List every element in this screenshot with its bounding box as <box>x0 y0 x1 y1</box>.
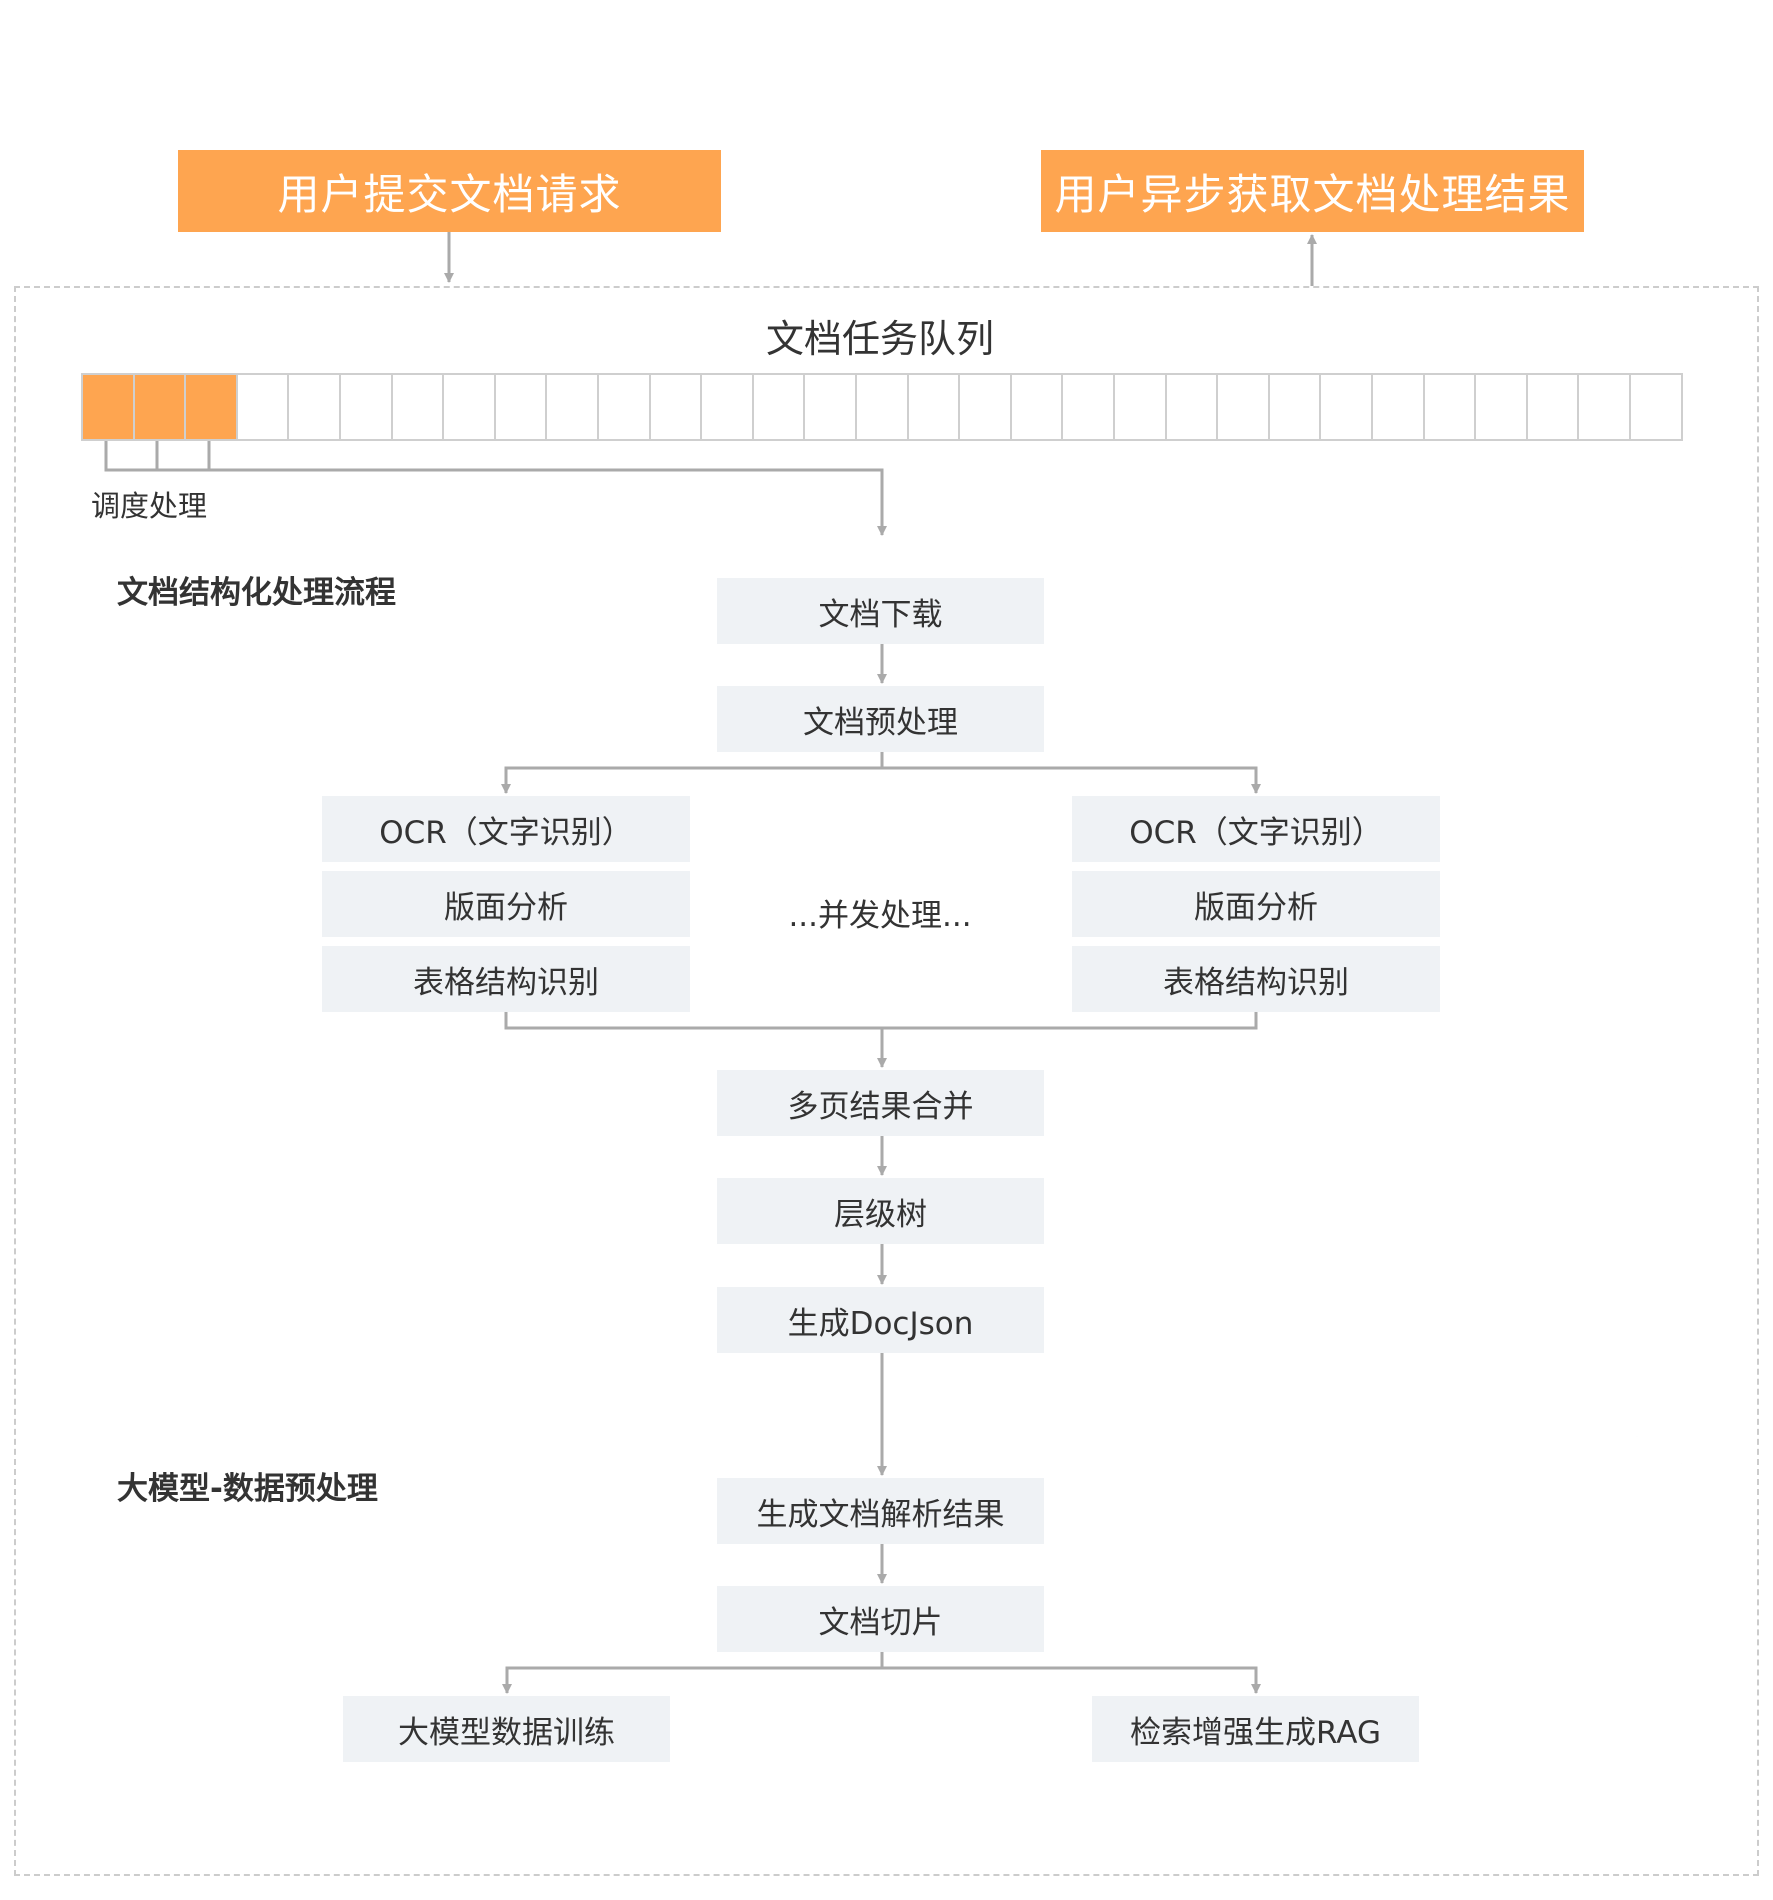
queue-cell <box>648 373 703 441</box>
queue-cell <box>1577 373 1631 441</box>
hierarchy-tree-node: 层级树 <box>717 1178 1044 1244</box>
structuring-panel-title: 文档结构化处理流程 <box>117 575 396 611</box>
queue-title: 文档任务队列 <box>765 317 994 361</box>
ocr-node-left: OCR（文字识别） <box>322 796 690 862</box>
submit-request-box: 用户提交文档请求 <box>178 150 721 232</box>
arrow-preprocess-to-right <box>882 766 1261 794</box>
arrow-schedule-to-process <box>207 441 887 536</box>
queue-cell <box>1319 373 1373 441</box>
queue-cell <box>803 373 857 441</box>
document-slicing-node: 文档切片 <box>717 1586 1044 1652</box>
multipage-merge-node: 多页结果合并 <box>717 1070 1044 1136</box>
document-download-node: 文档下载 <box>717 578 1044 644</box>
queue-cell <box>1629 373 1683 441</box>
rag-node: 检索增强生成RAG <box>1092 1696 1419 1762</box>
arrow-preprocess-to-left <box>501 752 884 794</box>
table-recognition-node-right: 表格结构识别 <box>1072 946 1440 1012</box>
queue-cell <box>545 373 599 441</box>
queue-cell-active <box>81 373 135 441</box>
ocr-node-right: OCR（文字识别） <box>1072 796 1440 862</box>
llm-preprocess-panel-title: 大模型-数据预处理 <box>117 1471 378 1507</box>
layout-analysis-node-right: 版面分析 <box>1072 871 1440 937</box>
system-boundary <box>14 286 1759 1876</box>
parse-result-node: 生成文档解析结果 <box>717 1478 1044 1544</box>
parallel-processing-label: ...并发处理... <box>788 898 972 934</box>
generate-docjson-node: 生成DocJson <box>717 1287 1044 1353</box>
queue-cell <box>442 373 496 441</box>
queue-cell <box>855 373 909 441</box>
schedule-bracket <box>104 441 209 472</box>
table-recognition-node-left: 表格结构识别 <box>322 946 690 1012</box>
schedule-label: 调度处理 <box>91 489 208 523</box>
arrow-slicing-to-rag <box>882 1666 1261 1694</box>
layout-analysis-node-left: 版面分析 <box>322 871 690 937</box>
queue-cell <box>339 373 393 441</box>
fetch-result-box: 用户异步获取文档处理结果 <box>1041 150 1584 232</box>
queue-cell <box>751 373 806 441</box>
document-preprocess-node: 文档预处理 <box>717 686 1044 752</box>
queue-cell <box>235 373 290 441</box>
queue-cell <box>906 373 961 441</box>
queue-cell <box>1216 373 1270 441</box>
merge-bracket <box>504 1012 1258 1030</box>
arrow-slicing-to-training <box>502 1652 884 1694</box>
llm-training-node: 大模型数据训练 <box>343 1696 670 1762</box>
queue-cell <box>700 373 754 441</box>
